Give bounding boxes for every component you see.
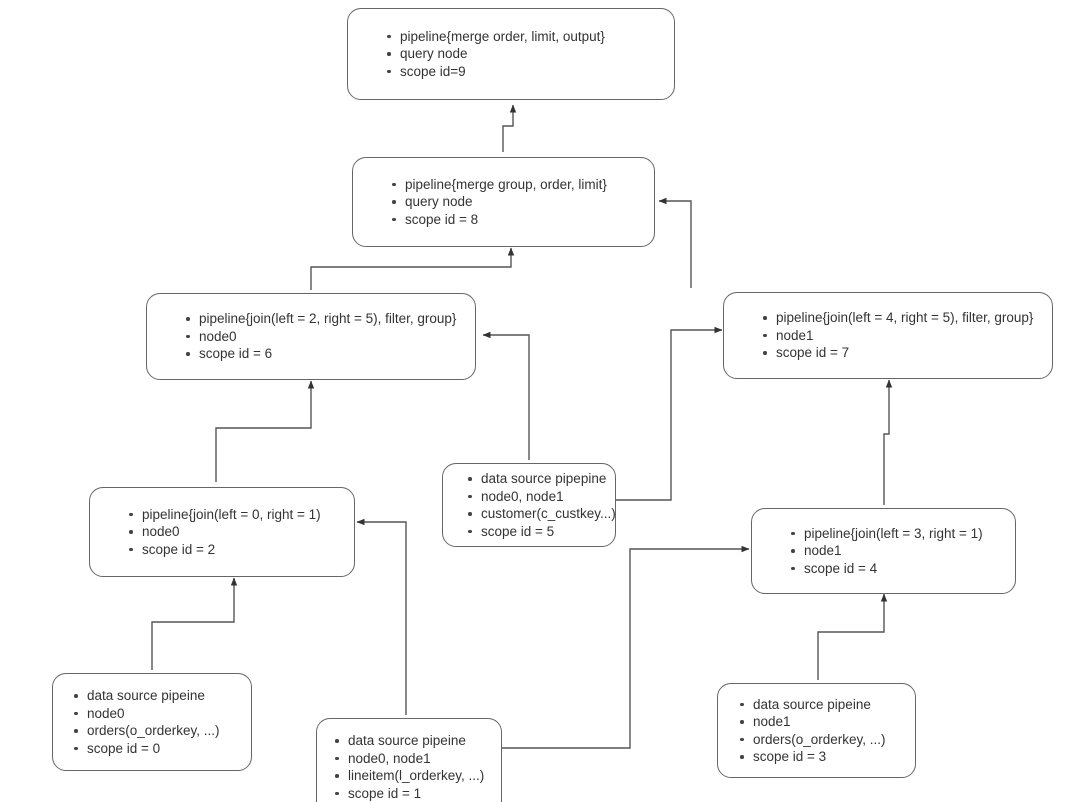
node-line: scope id = 4	[791, 560, 1005, 578]
node-line: query node	[392, 193, 644, 211]
node-scope-7[interactable]: pipeline{join(left = 4, right = 5), filt…	[723, 292, 1053, 379]
node-line: scope id = 3	[740, 748, 905, 766]
node-line: data source pipeine	[740, 696, 905, 714]
node-scope-6[interactable]: pipeline{join(left = 2, right = 5), filt…	[146, 293, 476, 380]
node-line: scope id = 0	[74, 740, 241, 758]
node-line: pipeline{merge group, order, limit}	[392, 176, 644, 194]
node-line: query node	[387, 45, 664, 63]
node-line: node1	[791, 542, 1005, 560]
node-scope-8[interactable]: pipeline{merge group, order, limit} quer…	[352, 157, 655, 247]
edge-scope2-to-scope6	[215, 380, 315, 482]
node-line: node0	[74, 705, 241, 723]
node-line: node0, node1	[468, 488, 616, 506]
node-line: scope id = 5	[468, 523, 616, 541]
node-line: scope id = 1	[335, 785, 491, 802]
node-line: pipeline{merge order, limit, output}	[387, 28, 664, 46]
edge-scope7-to-scope8	[658, 197, 692, 288]
node-line: node0, node1	[335, 750, 491, 768]
edge-scope1-to-scope2	[356, 518, 407, 715]
node-line: customer(c_custkey...)	[468, 506, 616, 521]
node-line: data source pipeine	[74, 687, 241, 705]
node-scope-1[interactable]: data source pipeine node0, node1 lineite…	[316, 718, 502, 802]
node-line: data source pipeine	[335, 732, 491, 750]
node-scope-4[interactable]: pipeline{join(left = 3, right = 1) node1…	[751, 508, 1016, 594]
node-line: node0	[186, 328, 465, 346]
node-line: scope id=9	[387, 63, 664, 81]
node-line: node0	[129, 523, 344, 541]
node-scope-9[interactable]: pipeline{merge order, limit, output} que…	[347, 8, 675, 100]
node-line: pipeline{join(left = 3, right = 1)	[791, 525, 1005, 543]
edge-scope3-to-scope4	[817, 593, 888, 680]
edge-scope4-to-scope7	[883, 379, 893, 505]
node-line: node1	[740, 713, 905, 731]
edge-scope0-to-scope2	[151, 577, 238, 670]
node-line: pipeline{join(left = 4, right = 5), filt…	[763, 309, 1042, 327]
edge-scope5-to-scope7	[616, 326, 723, 501]
edge-scope5-to-scope6	[482, 331, 530, 460]
edge-scope6-to-scope8	[310, 247, 515, 290]
node-line: orders(o_orderkey, ...)	[740, 731, 905, 749]
node-scope-2[interactable]: pipeline{join(left = 0, right = 1) node0…	[89, 487, 355, 577]
node-line: pipeline{join(left = 0, right = 1)	[129, 506, 344, 524]
node-line: node1	[763, 327, 1042, 345]
node-scope-5[interactable]: data source pipepine node0, node1 custom…	[442, 463, 616, 547]
node-line: scope id = 6	[186, 345, 465, 363]
node-line: pipeline{join(left = 2, right = 5), filt…	[186, 310, 465, 328]
node-line: scope id = 8	[392, 211, 644, 229]
node-line: lineitem(l_orderkey, ...)	[335, 767, 491, 785]
node-scope-3[interactable]: data source pipeine node1 orders(o_order…	[717, 683, 916, 778]
edge-scope1-to-scope4	[501, 545, 750, 749]
node-line: scope id = 2	[129, 541, 344, 559]
node-line: scope id = 7	[763, 344, 1042, 362]
edge-scope8-to-scope9	[502, 104, 517, 152]
node-scope-0[interactable]: data source pipeine node0 orders(o_order…	[52, 673, 252, 771]
node-line: data source pipepine	[468, 470, 616, 488]
node-line: orders(o_orderkey, ...)	[74, 722, 241, 740]
